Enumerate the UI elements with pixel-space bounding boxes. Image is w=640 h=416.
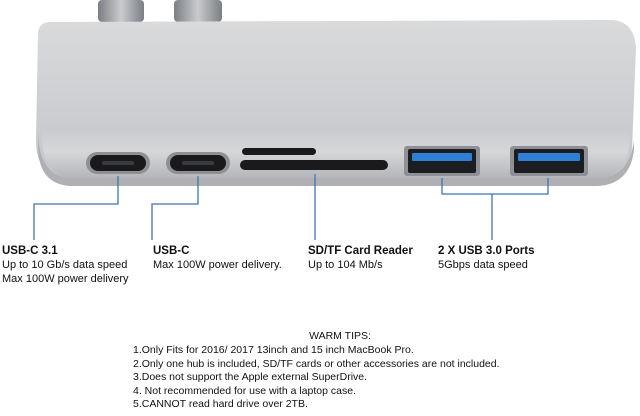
callout-card-reader-title: SD/TF Card Reader (308, 245, 413, 257)
tip-item: 2.Only one hub is included, SD/TF cards … (133, 357, 500, 370)
callout-usb3-title: 2 X USB 3.0 Ports (438, 245, 535, 257)
callout-usb3-desc: 5Gbps data speed (438, 259, 528, 271)
callout-line-usb3 (441, 178, 549, 240)
tip-item: 3.Does not support the Apple external Su… (133, 371, 368, 384)
callout-line-usb-c-3-1 (33, 176, 119, 240)
usb3-port-2 (510, 146, 588, 176)
usb3-port-1 (404, 146, 480, 176)
callout-lines (33, 174, 549, 240)
tip-item: 1.Only Fits for 2016/ 2017 13inch and 15… (133, 344, 414, 356)
callout-usb-c-desc: Max 100W power delivery. (153, 259, 282, 271)
callout-card-reader-desc: Up to 104 Mb/s (308, 259, 383, 271)
callout-line-usb-c (151, 176, 199, 240)
usb-c-port (166, 152, 230, 174)
callout-usb-c-3-1-title: USB-C 3.1 (2, 245, 58, 257)
hub-body (36, 20, 636, 186)
tip-item: 4. Not recommended for use with a laptop… (133, 384, 356, 397)
warm-tips-title: WARM TIPS: (309, 330, 371, 342)
usb-c-hub-image (33, 0, 636, 240)
card-reader-slots (240, 148, 388, 170)
callout-usb-c-3-1-desc-1: Up to 10 Gb/s data speed (2, 259, 128, 271)
usb-c-3-1-port (86, 152, 150, 174)
usb-c-plugs (98, 0, 222, 22)
callout-usb-c-3-1-desc-2: Max 100W power delivery (2, 273, 129, 285)
tip-item: 5.CANNOT read hard drive over 2TB. (133, 398, 308, 411)
callout-usb-c-title: USB-C (153, 245, 190, 257)
warm-tips: WARM TIPS: 1.Only Fits for 2016/ 2017 13… (0, 330, 640, 410)
warm-tips-list: 1.Only Fits for 2016/ 2017 13inch and 15… (133, 344, 500, 412)
